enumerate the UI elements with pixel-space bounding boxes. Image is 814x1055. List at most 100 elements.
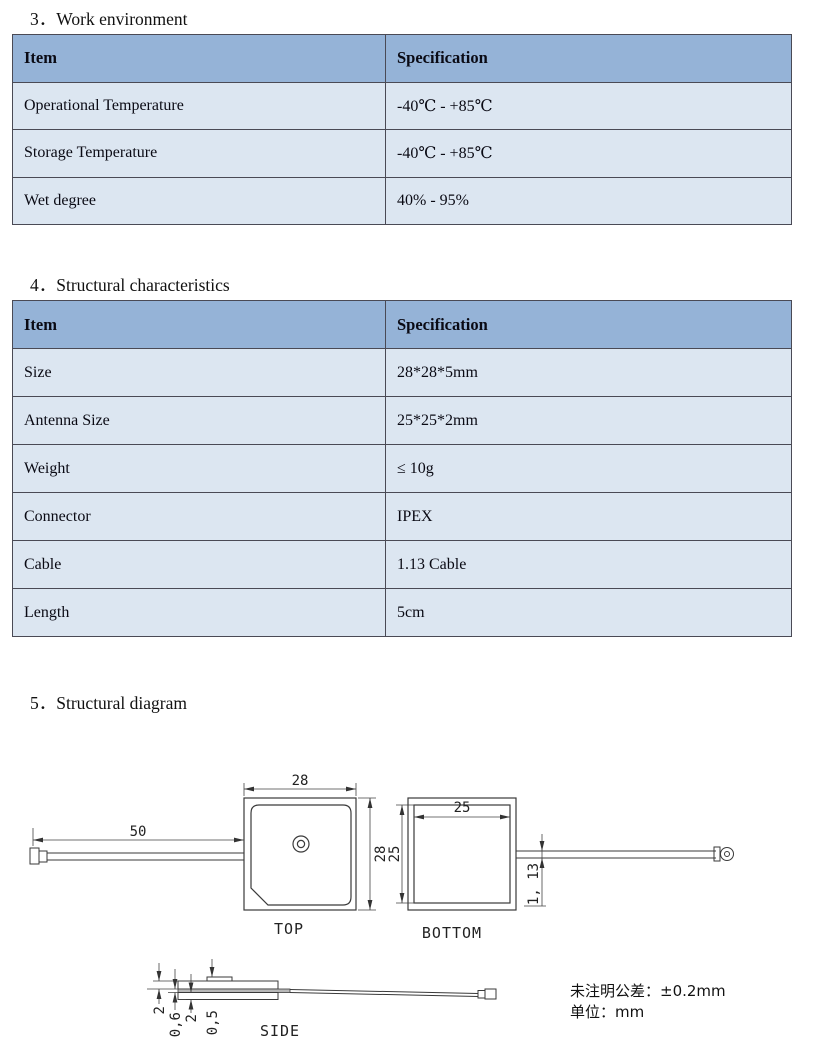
cell-spec: 28*28*5mm (385, 348, 792, 397)
cable-lines (47, 852, 244, 861)
side-view: 2 0,6 2 0,5 SIDE (147, 959, 497, 1040)
arrow-icon (399, 893, 405, 903)
arrow-icon (367, 900, 373, 910)
top-width-dim-lines (243, 783, 357, 796)
table-row: Size 28*28*5mm (12, 348, 792, 397)
table-header-row: Item Specification (12, 300, 792, 349)
header-cell-item: Item (12, 300, 386, 349)
cell-spec: 1.13 Cable (385, 540, 792, 589)
cell-item: Antenna Size (12, 396, 386, 445)
cable-length-dim-lines (32, 828, 244, 846)
cell-item: Wet degree (12, 176, 386, 225)
cell-item: Size (12, 348, 386, 397)
dimension-label-side-layer4: 0,5 (205, 1010, 221, 1035)
arrow-icon (209, 967, 215, 977)
table-row: Wet degree 40% - 95% (12, 176, 792, 225)
work-environment-table: Item Specification Operational Temperatu… (12, 34, 792, 225)
cell-item: Storage Temperature (12, 129, 386, 178)
dimension-label-cable-diameter: 1, 13 (526, 863, 542, 905)
view-label-bottom: BOTTOM (422, 924, 482, 942)
dimension-label-cable-length: 50 (130, 824, 147, 840)
top-view: 28 28 TOP (243, 773, 389, 938)
table-row: Weight ≤ 10g (12, 444, 792, 493)
cell-item: Length (12, 588, 386, 637)
arrow-icon (33, 837, 43, 843)
cell-item: Connector (12, 492, 386, 541)
header-cell-spec: Specification (385, 34, 792, 83)
table-row: Antenna Size 25*25*2mm (12, 396, 792, 445)
arrow-icon (234, 837, 244, 843)
ipex-connector-right-inner (724, 851, 730, 857)
arrow-icon (156, 989, 162, 999)
dimension-label-bottom-width: 25 (454, 800, 471, 816)
arrow-icon (188, 982, 194, 993)
side-base-layer (177, 992, 279, 1000)
arrow-icon (399, 805, 405, 815)
cable-lines (516, 850, 716, 859)
dimension-label-top-height: 28 (373, 846, 389, 863)
bottom-outer-body (407, 797, 517, 911)
side-patch-layer (177, 980, 279, 990)
bottom-inner-body (413, 804, 511, 904)
dimension-label-side-layer3: 2 (184, 1014, 200, 1022)
section-heading-structural-characteristics: 4．Structural characteristics (30, 275, 230, 295)
feed-point-outer-circle (292, 835, 310, 853)
cell-spec: IPEX (385, 492, 792, 541)
arrow-icon (500, 814, 510, 820)
arrow-icon (414, 814, 424, 820)
tolerance-note: 未注明公差：±0.2mm (570, 982, 726, 1000)
ipex-connector-right-base (713, 846, 721, 862)
side-pcb-layer (177, 988, 291, 993)
arrow-icon (539, 841, 545, 851)
section-heading-structural-diagram: 5．Structural diagram (30, 693, 187, 713)
table-row: Storage Temperature -40℃ - +85℃ (12, 129, 792, 178)
unit-note: 单位：mm (570, 1003, 644, 1021)
structural-diagram: 28 28 TOP 50 25 (29, 773, 734, 1040)
diagram-notes: 未注明公差：±0.2mm 单位：mm (570, 982, 726, 1021)
section-heading-work-environment: 3．Work environment (30, 9, 188, 29)
dimension-label-side-layer1: 2 (152, 1006, 168, 1014)
cell-spec: 40% - 95% (385, 176, 792, 225)
dimension-label-side-layer2: 0,6 (168, 1012, 184, 1037)
bottom-height-dim-lines (396, 804, 414, 904)
feed-point-inner-circle (296, 839, 306, 849)
side-extension-lines (147, 980, 207, 1000)
cell-item: Cable (12, 540, 386, 589)
top-height-dim-lines (358, 797, 376, 911)
dimension-label-bottom-height: 25 (387, 846, 403, 863)
view-label-side: SIDE (260, 1022, 300, 1040)
ipex-connector-right (720, 847, 734, 861)
ipex-connector-left (29, 847, 40, 865)
arrow-icon (188, 999, 194, 1010)
table-row: Cable 1.13 Cable (12, 540, 792, 589)
arrow-icon (172, 992, 178, 1003)
table-row: Connector IPEX (12, 492, 792, 541)
top-cable: 50 (29, 824, 244, 865)
top-outer-body (243, 797, 357, 911)
side-connector-head (484, 988, 497, 1000)
cell-spec: ≤ 10g (385, 444, 792, 493)
cell-spec: 5cm (385, 588, 792, 637)
arrow-icon (172, 979, 178, 989)
bottom-view: 25 25 1, 13 BOTTOM (387, 797, 734, 942)
table-row: Operational Temperature -40℃ - +85℃ (12, 81, 792, 130)
ipex-connector-left-inner (38, 850, 48, 863)
cell-spec: -40℃ - +85℃ (385, 129, 792, 178)
table-header-row: Item Specification (12, 34, 792, 83)
cell-item: Weight (12, 444, 386, 493)
arrow-icon (346, 786, 356, 792)
cell-spec: -40℃ - +85℃ (385, 81, 792, 130)
cell-item: Operational Temperature (12, 81, 386, 130)
arrow-icon (539, 858, 545, 868)
header-cell-spec: Specification (385, 300, 792, 349)
top-patch-outline (250, 804, 352, 906)
view-label-top: TOP (274, 920, 304, 938)
side-cable-lines (289, 989, 479, 997)
dimension-label-top-width: 28 (292, 773, 309, 789)
header-cell-item: Item (12, 34, 386, 83)
side-feed-bump (206, 976, 233, 982)
side-connector-neck (477, 990, 486, 999)
table-row: Length 5cm (12, 588, 792, 637)
arrow-icon (367, 798, 373, 808)
